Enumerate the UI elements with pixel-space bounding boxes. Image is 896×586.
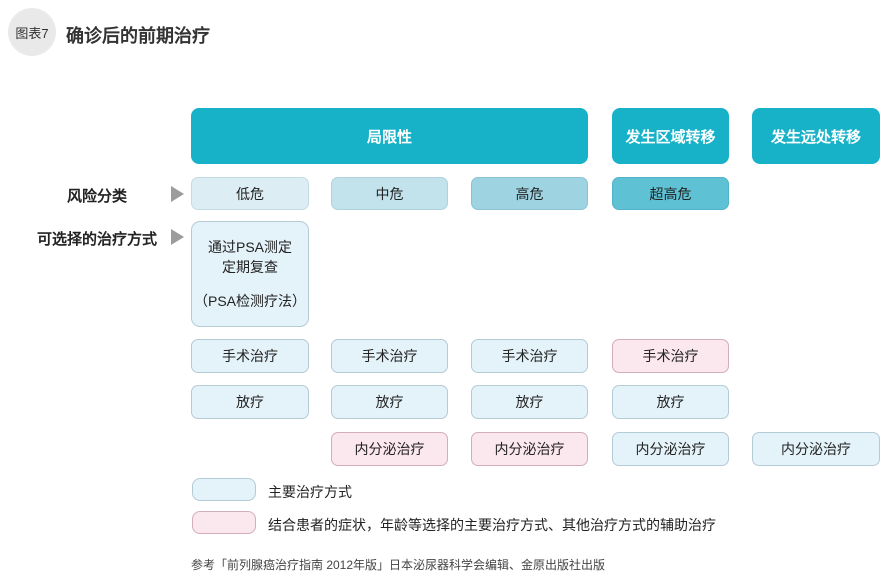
risk-low: 低危 xyxy=(191,177,309,210)
endocrine-box-distant: 内分泌治疗 xyxy=(752,432,880,466)
endocrine-box-very-high: 内分泌治疗 xyxy=(612,432,729,466)
risk-very-high: 超高危 xyxy=(612,177,729,210)
psa-line3: （PSA检测疗法） xyxy=(193,293,306,310)
legend-label-primary: 主要治疗方式 xyxy=(268,484,352,500)
arrow-right-icon xyxy=(171,229,184,245)
radiation-box-high: 放疗 xyxy=(471,385,588,419)
risk-medium: 中危 xyxy=(331,177,448,210)
risk-classification-label: 风险分类 xyxy=(66,188,127,205)
radiation-box-low: 放疗 xyxy=(191,385,309,419)
header-distant-metastasis: 发生远处转移 xyxy=(752,108,880,164)
legend-swatch-primary xyxy=(192,478,256,501)
surgery-box-high: 手术治疗 xyxy=(471,339,588,373)
surgery-box-very-high: 手术治疗 xyxy=(612,339,729,373)
figure-number-badge: 图表7 xyxy=(8,8,56,56)
radiation-box-very-high: 放疗 xyxy=(612,385,729,419)
endocrine-box-medium: 内分泌治疗 xyxy=(331,432,448,466)
treatment-options-label: 可选择的治疗方式 xyxy=(36,231,157,248)
arrow-right-icon xyxy=(171,186,184,202)
endocrine-box-high: 内分泌治疗 xyxy=(471,432,588,466)
surgery-box-low: 手术治疗 xyxy=(191,339,309,373)
surgery-box-medium: 手术治疗 xyxy=(331,339,448,373)
reference-footnote: 参考「前列腺癌治疗指南 2012年版」日本泌尿器科学会编辑、金原出版社出版 xyxy=(191,558,606,572)
legend-label-secondary: 结合患者的症状，年龄等选择的主要治疗方式、其他治疗方式的辅助治疗 xyxy=(268,517,716,533)
header-localized: 局限性 xyxy=(191,108,588,164)
figure-title: 确诊后的前期治疗 xyxy=(66,26,210,46)
psa-line1: 通过PSA测定 xyxy=(207,238,292,255)
psa-line2: 定期复查 xyxy=(222,258,278,275)
legend-swatch-secondary xyxy=(192,511,256,534)
radiation-box-medium: 放疗 xyxy=(331,385,448,419)
risk-high: 高危 xyxy=(471,177,588,210)
header-regional-metastasis: 发生区域转移 xyxy=(612,108,729,164)
psa-surveillance-box: 通过PSA测定 定期复查 （PSA检测疗法） xyxy=(191,221,309,327)
